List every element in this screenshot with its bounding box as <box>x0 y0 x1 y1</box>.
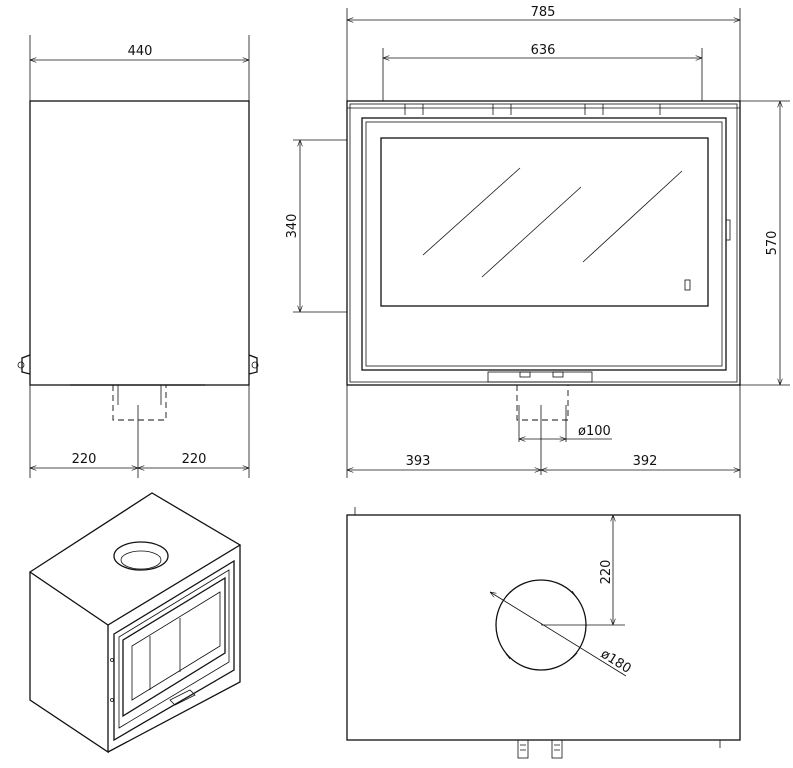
top-view: 220 ø180 <box>346 507 741 759</box>
height-label: 570 <box>765 231 780 256</box>
inner-width-label: 636 <box>531 43 556 58</box>
side-width-label: 440 <box>128 44 153 59</box>
left-offset-label: 393 <box>406 454 431 469</box>
glass-height-label: 340 <box>285 214 300 239</box>
right-offset-label: 392 <box>633 454 658 469</box>
large-flue-diameter-label: ø180 <box>598 647 634 677</box>
side-left-half-label: 220 <box>72 452 97 467</box>
front-view: 785 636 340 570 ø100 393 392 <box>285 5 790 478</box>
small-flue-diameter-label: ø100 <box>578 424 611 439</box>
isometric-view <box>28 492 242 754</box>
overall-width-label: 785 <box>531 5 556 20</box>
top-flue-offset-label: 220 <box>599 560 614 585</box>
side-right-half-label: 220 <box>182 452 207 467</box>
side-view: 440 220 220 <box>17 35 259 478</box>
